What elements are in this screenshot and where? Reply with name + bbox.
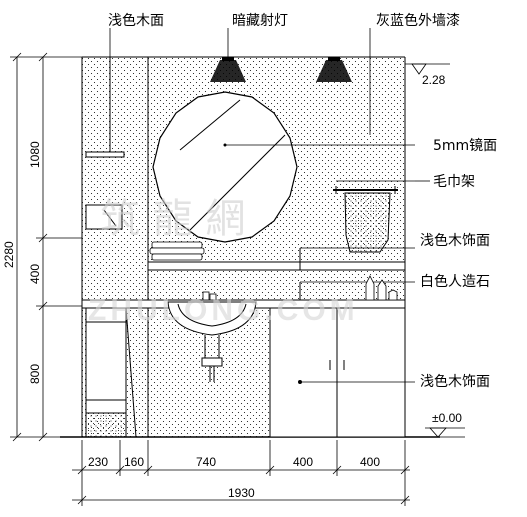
label-wood-trim-lower: 浅色木饰面 [420, 373, 490, 390]
horizontal-dimensions [72, 440, 410, 506]
dim-lower-height: 800 [28, 364, 42, 384]
watermark-chinese: 筑 龍 網 [100, 196, 245, 242]
label-towel-rack: 毛巾架 [433, 174, 475, 190]
dim-width-5: 400 [360, 455, 380, 469]
dim-width-1: 230 [88, 455, 108, 469]
sink-basin [167, 301, 257, 382]
dim-upper-height: 1080 [28, 141, 42, 168]
spotlight-right [316, 57, 352, 82]
folded-towels [149, 241, 205, 261]
level-zero-value: ±0.00 [432, 411, 462, 425]
level-marker-zero [425, 427, 465, 438]
dim-middle-height: 400 [28, 264, 42, 284]
towel-rack [333, 180, 415, 253]
level-top-value: 2.28 [422, 73, 446, 87]
dim-width-2: 160 [124, 455, 144, 469]
vanity-cabinet [269, 307, 415, 438]
counter-bottles [202, 275, 398, 301]
leader-lines [109, 28, 371, 135]
label-wood-trim-upper: 浅色木饰面 [420, 232, 490, 249]
label-hidden-spotlight: 暗藏射灯 [232, 13, 288, 29]
spotlight-left [210, 57, 246, 82]
shelf-band [147, 247, 415, 271]
label-light-wood-face: 浅色木面 [108, 12, 164, 29]
label-artificial-stone: 白色人造石 [420, 273, 490, 290]
dim-total-height: 2280 [2, 241, 16, 268]
level-marker-top [405, 63, 450, 75]
label-exterior-paint: 灰蓝色外墙漆 [376, 12, 460, 29]
round-mirror [152, 91, 415, 243]
watermark-latin: ZHULONG.COM [88, 294, 359, 327]
dim-width-4: 400 [293, 455, 313, 469]
left-wall-fixtures [85, 57, 125, 230]
left-cabinet [85, 307, 137, 438]
dim-width-3: 740 [196, 455, 216, 469]
vertical-dimensions [10, 52, 82, 442]
dim-total-width: 1930 [228, 486, 255, 500]
label-mirror: 5mm镜面 [433, 138, 497, 154]
